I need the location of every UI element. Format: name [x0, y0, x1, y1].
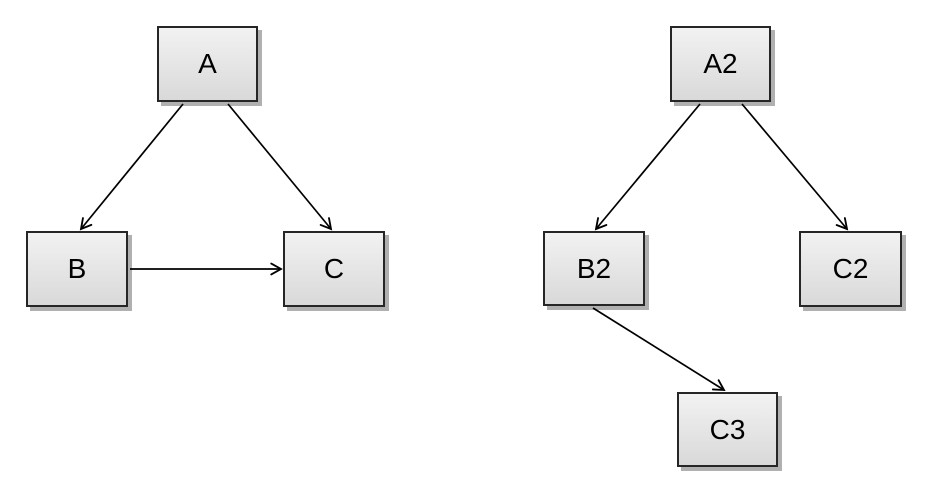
edge-B2-C3	[592, 307, 726, 392]
edge-A2-B2	[594, 103, 701, 231]
edge-A2-C2	[741, 103, 849, 231]
node-label: B	[67, 253, 87, 284]
node-A[interactable]: A	[157, 26, 258, 102]
node-label: A2	[703, 48, 738, 79]
edge-A-C	[227, 103, 333, 231]
node-label: C2	[832, 253, 869, 284]
node-A2[interactable]: A2	[670, 26, 771, 102]
node-C3[interactable]: C3	[677, 392, 778, 467]
edge-A-B	[79, 103, 184, 231]
node-C[interactable]: C	[283, 231, 385, 307]
node-label: B2	[576, 252, 612, 284]
node-label: A	[198, 48, 217, 79]
node-label: C	[323, 253, 345, 284]
node-label: C3	[709, 413, 746, 445]
node-B[interactable]: B	[26, 231, 128, 307]
node-B2[interactable]: B2	[543, 231, 645, 306]
node-C2[interactable]: C2	[799, 231, 902, 307]
